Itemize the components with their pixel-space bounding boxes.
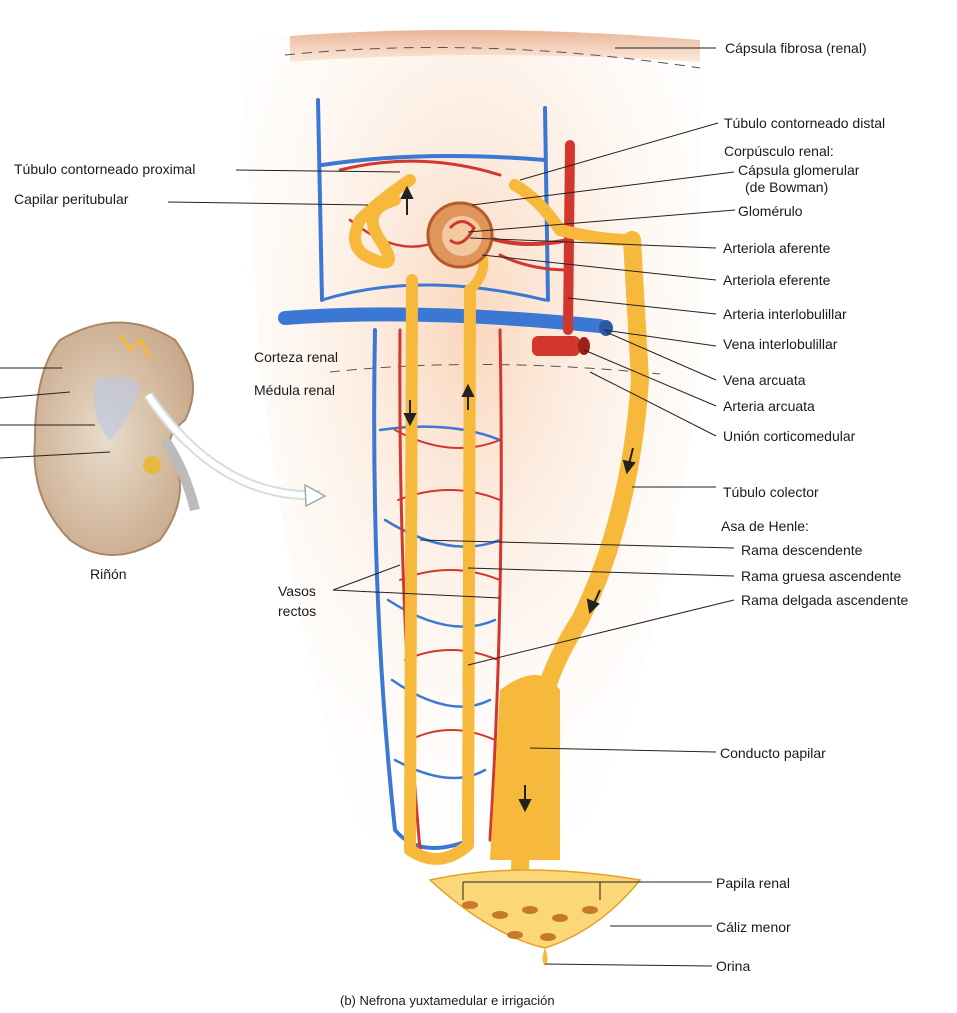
label-union-corticomedular: Unión corticomedular — [723, 428, 856, 444]
label-tubulo-proximal: Túbulo contorneado proximal — [14, 161, 196, 177]
label-arteriola-eferente: Arteriola eferente — [723, 272, 831, 288]
label-vena-arcuata: Vena arcuata — [723, 372, 806, 388]
label-vena-interlobulillar: Vena interlobulillar — [723, 336, 838, 352]
label-orina: Orina — [716, 958, 751, 974]
label-rama-gruesa-ascendente: Rama gruesa ascendente — [741, 568, 902, 584]
label-papila-renal: Papila renal — [716, 875, 790, 891]
label-conducto-papilar: Conducto papilar — [720, 745, 826, 761]
minor-calyx — [428, 869, 642, 966]
label-asa-henle: Asa de Henle: — [721, 518, 809, 534]
label-rinon: Riñón — [90, 566, 127, 582]
kidney-inset — [0, 321, 327, 556]
label-tubulo-distal: Túbulo contorneado distal — [724, 115, 886, 131]
label-caliz-menor: Cáliz menor — [716, 919, 791, 935]
label-capilar-peritubular: Capilar peritubular — [14, 191, 129, 207]
leader-lines — [167, 47, 736, 967]
label-vasos: Vasos — [278, 583, 316, 599]
label-rama-descendente: Rama descendente — [741, 542, 863, 558]
arcuate-artery — [532, 336, 590, 356]
glomerulus — [426, 201, 494, 269]
label-rectos: rectos — [278, 603, 317, 619]
flow-arrows — [400, 185, 636, 813]
label-glomerulo: Glomérulo — [738, 203, 803, 219]
label-capsula-fibrosa: Cápsula fibrosa (renal) — [725, 40, 867, 56]
arcuate-vein — [278, 307, 613, 336]
label-arteria-arcuata: Arteria arcuata — [723, 398, 815, 414]
label-corpusculo: Corpúsculo renal: — [724, 143, 834, 159]
figure-caption: (b) Nefrona yuxtamedular e irrigación — [340, 993, 555, 1008]
papillary-duct — [490, 675, 560, 860]
label-arteria-interlobulillar: Arteria interlobulillar — [723, 306, 847, 322]
label-rama-delgada-ascendente: Rama delgada ascendente — [741, 592, 909, 608]
label-medula-renal: Médula renal — [254, 382, 335, 398]
label-tubulo-colector: Túbulo colector — [723, 484, 819, 500]
label-corteza-renal: Corteza renal — [254, 349, 339, 365]
label-arteriola-aferente: Arteriola aferente — [723, 240, 831, 256]
label-capsula-glomerular: Cápsula glomerular — [738, 162, 860, 178]
label-bowman: (de Bowman) — [745, 179, 829, 195]
